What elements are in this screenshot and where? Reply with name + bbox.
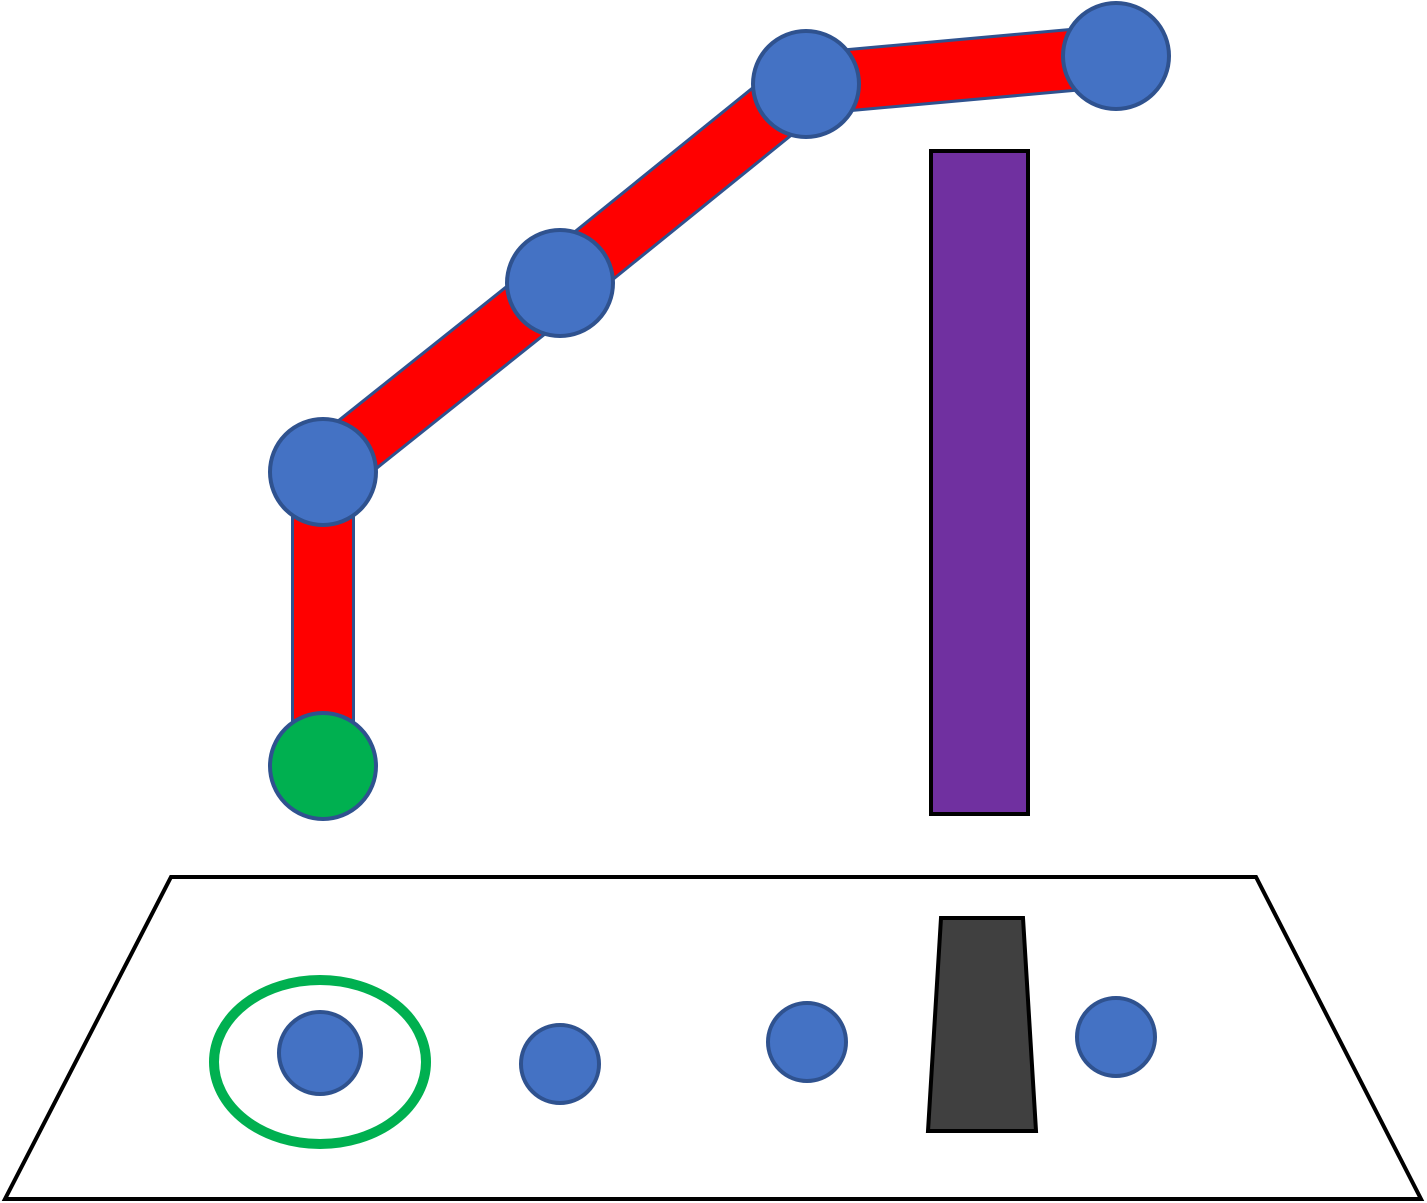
vertical-obstacle-bar xyxy=(929,149,1030,816)
arm-base-joint xyxy=(1061,1,1171,111)
table-surface xyxy=(1,875,1425,1201)
target-ring xyxy=(209,975,431,1149)
table-object-1 xyxy=(277,1010,363,1096)
table-object-3 xyxy=(766,1001,848,1083)
arm-joint-1 xyxy=(268,417,378,527)
table-object-2 xyxy=(519,1023,601,1105)
end-effector-joint xyxy=(268,711,378,821)
dark-slot-block xyxy=(925,916,1039,1133)
table-object-4 xyxy=(1075,996,1157,1078)
robot-arm xyxy=(268,1,1171,821)
arm-joint-3 xyxy=(751,29,861,139)
arm-joint-2 xyxy=(505,228,615,338)
